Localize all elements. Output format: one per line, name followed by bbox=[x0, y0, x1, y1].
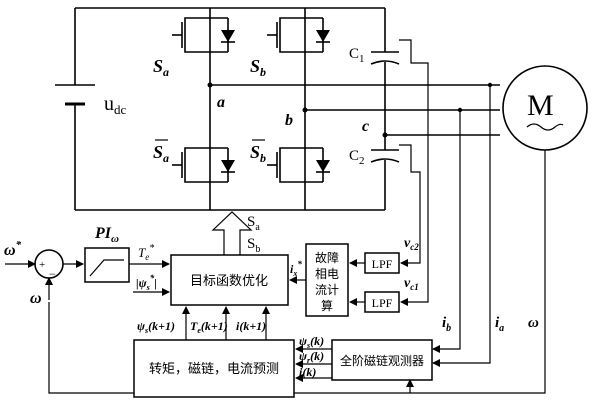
dc-source-label: udc bbox=[104, 93, 127, 117]
gate-sa-label: Sa bbox=[247, 214, 260, 233]
ia-label: ia bbox=[495, 315, 504, 334]
switch-sa-label: Sa bbox=[153, 56, 169, 79]
cap-c2-label: C2 bbox=[349, 148, 365, 167]
igbt-switch-b-top bbox=[267, 17, 330, 53]
sum-plus: + bbox=[39, 259, 45, 271]
omega-meas-label: ω bbox=[528, 315, 539, 331]
node-c-label: c bbox=[362, 118, 369, 135]
pred-flux-label: ψs(k+1) bbox=[137, 319, 175, 335]
objective-optimization-block bbox=[170, 254, 289, 306]
gate-sb-label: Sb bbox=[247, 236, 260, 255]
motor-label: M bbox=[527, 89, 554, 122]
cap-c1-label: C1 bbox=[349, 46, 365, 65]
speed-fb-wire bbox=[48, 150, 546, 394]
node-b-dot bbox=[302, 107, 308, 113]
igbt-switch-a-bottom bbox=[172, 147, 235, 183]
speed-fb-label: ω bbox=[30, 290, 42, 307]
fault-calc-line-4: 算 bbox=[321, 298, 333, 313]
node-c-dot bbox=[382, 132, 388, 138]
vc2-sense-wire bbox=[399, 144, 421, 267]
current-ref-label: ix* bbox=[290, 259, 302, 278]
objective-optimization-label: 目标函数优化 bbox=[190, 274, 268, 289]
pi-block bbox=[84, 247, 130, 283]
speed-ref-label: ω* bbox=[4, 239, 22, 259]
igbt-switch-b-bottom bbox=[267, 147, 330, 183]
switch-sb-label: Sb bbox=[250, 56, 266, 79]
ia-sense-wire bbox=[432, 85, 491, 367]
node-a-dot bbox=[207, 82, 213, 88]
flux-observer-block bbox=[331, 339, 433, 381]
ib-tap-dot bbox=[457, 107, 463, 113]
power-circuit bbox=[55, 7, 588, 211]
pi-label: PIω bbox=[94, 225, 119, 245]
vc2-label: vc2 bbox=[404, 236, 419, 252]
motor-wave bbox=[526, 123, 564, 131]
vc1-label: vc1 bbox=[404, 276, 419, 292]
flux-ref-label: |ψs*| bbox=[136, 273, 157, 292]
fault-calc-line-2: 相电 bbox=[315, 267, 339, 281]
fault-calc-line-3: 流计 bbox=[315, 283, 339, 297]
obs-flux-r-label: ψr(k) bbox=[299, 349, 324, 365]
lpf-top-label: LPF bbox=[372, 257, 393, 271]
fault-calc-line-1: 故障 bbox=[315, 250, 339, 265]
node-b-label: b bbox=[285, 112, 293, 129]
gate-signal-arrow bbox=[211, 211, 253, 255]
ib-label: ib bbox=[442, 315, 451, 334]
obs-current-label: i(k) bbox=[299, 365, 316, 379]
obs-flux-s-label: ψs(k) bbox=[299, 334, 324, 350]
c2-plate-bottom bbox=[370, 158, 400, 163]
prediction-block bbox=[133, 339, 295, 398]
sum-minus: − bbox=[49, 267, 56, 281]
fault-current-calc-block bbox=[305, 243, 349, 317]
flux-observer-label: 全阶磁链观测器 bbox=[340, 353, 424, 368]
pi-curve bbox=[89, 259, 124, 277]
vc1-sense-wire bbox=[399, 39, 429, 306]
torque-ref-label: Te* bbox=[138, 243, 154, 262]
prediction-label: 转矩，磁链，电流预测 bbox=[149, 362, 279, 377]
switch-sa-bar-label: Sa bbox=[153, 142, 169, 165]
ib-sense-wire bbox=[432, 110, 461, 353]
c1-plate-bottom bbox=[370, 60, 400, 65]
ia-tap-dot bbox=[487, 82, 493, 88]
node-a-label: a bbox=[217, 94, 225, 111]
switch-sb-bar-label: Sb bbox=[250, 142, 266, 165]
pred-current-label: i(k+1) bbox=[236, 319, 266, 333]
igbt-switch-a-top bbox=[172, 17, 235, 53]
pred-torque-label: Te(k+1) bbox=[190, 319, 228, 335]
lpf-bottom-label: LPF bbox=[372, 296, 393, 310]
